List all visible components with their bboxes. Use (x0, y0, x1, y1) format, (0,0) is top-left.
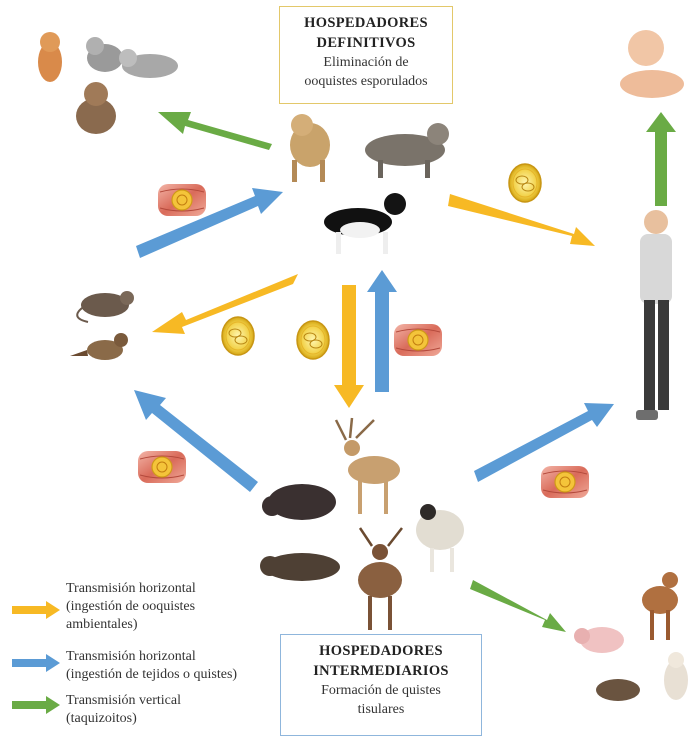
legend-line: Transmisión horizontal (66, 648, 237, 666)
legend-swatch-blue (10, 653, 62, 673)
green-arrow-to-baby (646, 112, 676, 206)
legend-swatch-yellow (10, 600, 62, 620)
definitive-hosts-image (290, 114, 449, 254)
yellow-arrow-down-to-intermediates (334, 285, 364, 408)
legend-swatch-green (10, 695, 62, 715)
tissue-cyst-icon (394, 324, 442, 356)
legend-line: ambientales) (66, 616, 196, 634)
legend-item-tissue: Transmisión horizontal (ingestión de tej… (66, 648, 237, 684)
intermediate-hosts-title-line2: INTERMEDIARIOS (281, 661, 481, 681)
legend-line: (ingestión de ooquistes (66, 598, 196, 616)
woman-image (636, 210, 672, 420)
definitive-hosts-subtitle-line2: ooquistes esporulados (280, 72, 452, 91)
oocyst-icon (509, 164, 541, 202)
definitive-hosts-title-line2: DEFINITIVOS (280, 33, 452, 53)
kittens-image (38, 32, 178, 134)
oocyst-icon (222, 317, 254, 355)
legend-item-oocyst: Transmisión horizontal (ingestión de ooq… (66, 580, 196, 634)
legend-item-vertical: Transmisión vertical (taquizoitos) (66, 692, 181, 728)
legend-line: Transmisión vertical (66, 692, 181, 710)
green-arrow-to-kittens (158, 112, 272, 150)
definitive-hosts-subtitle-line1: Eliminación de (280, 53, 452, 72)
tissue-cyst-icon (158, 184, 206, 216)
blue-arrow-up-to-cats (367, 270, 397, 392)
oocyst-icon (297, 321, 329, 359)
green-arrow-to-young-animals (470, 580, 566, 632)
baby-image (620, 30, 684, 98)
tissue-cyst-icon (541, 466, 589, 498)
tissue-cyst-icon (138, 451, 186, 483)
legend-line: (taquizoitos) (66, 710, 181, 728)
definitive-hosts-box: HOSPEDADORES DEFINITIVOS Eliminación de … (279, 6, 453, 104)
intermediate-hosts-subtitle-line2: tisulares (281, 700, 481, 719)
rodent-bird-image (70, 291, 134, 360)
definitive-hosts-title-line1: HOSPEDADORES (280, 13, 452, 33)
legend-line: Transmisión horizontal (66, 580, 196, 598)
intermediate-hosts-subtitle-line1: Formación de quistes (281, 681, 481, 700)
intermediate-hosts-title-line1: HOSPEDADORES (281, 641, 481, 661)
intermediate-hosts-box: HOSPEDADORES INTERMEDIARIOS Formación de… (280, 634, 482, 736)
legend-line: (ingestión de tejidos o quistes) (66, 666, 237, 684)
intermediate-hosts-image (260, 418, 464, 630)
young-animals-image (574, 572, 688, 701)
